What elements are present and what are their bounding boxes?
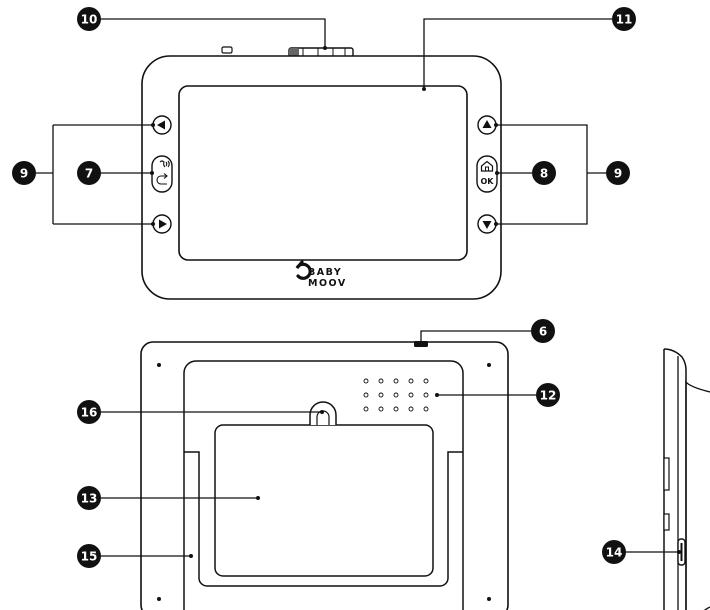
callout-13-label: 13 [81,492,98,506]
talkback-icon [156,160,170,185]
left-arrow-button [152,115,172,135]
talkback-button [151,155,173,193]
logo-line1: BABY [308,267,342,278]
callout-badge-7: 7 [77,161,101,185]
callout-badge-16: 16 [77,400,101,424]
right-arrow-button [152,214,172,234]
front-view: OK BABY MOOV [36,18,612,300]
callout-badge-9-right: 9 [606,161,630,185]
callout-6-label: 6 [539,325,547,339]
callout-9-right-label: 9 [614,167,622,181]
stand-inner [184,451,463,587]
back-leader-lines [101,330,536,557]
callout-badge-13: 13 [77,486,101,510]
stand-frame [183,360,464,610]
callout-9-left-label: 9 [20,167,28,181]
callout-8-label: 8 [540,167,548,181]
callout-11-label: 11 [616,13,633,27]
side-button-1 [663,457,670,491]
arrow-left-icon [157,120,165,130]
home-ok-icon: OK [481,160,495,186]
callout-badge-9-left: 9 [12,161,36,185]
back-leader-dots [189,393,439,558]
back-view [101,330,536,610]
side-view [626,348,710,610]
callout-badge-12: 12 [536,383,560,407]
up-arrow-button [477,115,497,135]
brand-logo: BABY MOOV [295,260,347,289]
speaker-grill [363,378,429,412]
callout-7-label: 7 [85,167,93,181]
power-port [414,341,428,347]
arrow-up-icon [482,120,492,128]
arrow-down-icon [482,221,492,229]
home-ok-button: OK [476,155,498,193]
callout-badge-11: 11 [612,7,636,31]
front-leader-dots [150,46,499,226]
callout-10-label: 10 [81,13,98,27]
down-arrow-button [477,214,497,234]
monitor-screen [178,85,468,261]
top-slider-switch [288,47,354,58]
side-button-2 [663,513,670,531]
logo-mark-icon [295,260,312,280]
callout-12-label: 12 [540,389,557,403]
callout-badge-10: 10 [77,7,101,31]
callout-16-label: 16 [81,406,98,420]
screws [157,363,491,601]
arrow-right-icon [159,219,167,229]
ok-label: OK [481,177,495,186]
logo-line2: MOOV [308,278,347,289]
front-leader-lines [36,18,612,225]
side-body [663,348,687,610]
callout-badge-14: 14 [602,540,626,564]
callout-badge-6: 6 [531,319,555,343]
antenna-nub [221,46,233,54]
callout-badge-15: 15 [77,544,101,568]
callout-14-label: 14 [606,546,623,560]
battery-cover [214,424,434,577]
callout-badge-8: 8 [532,161,556,185]
callout-15-label: 15 [81,550,98,564]
